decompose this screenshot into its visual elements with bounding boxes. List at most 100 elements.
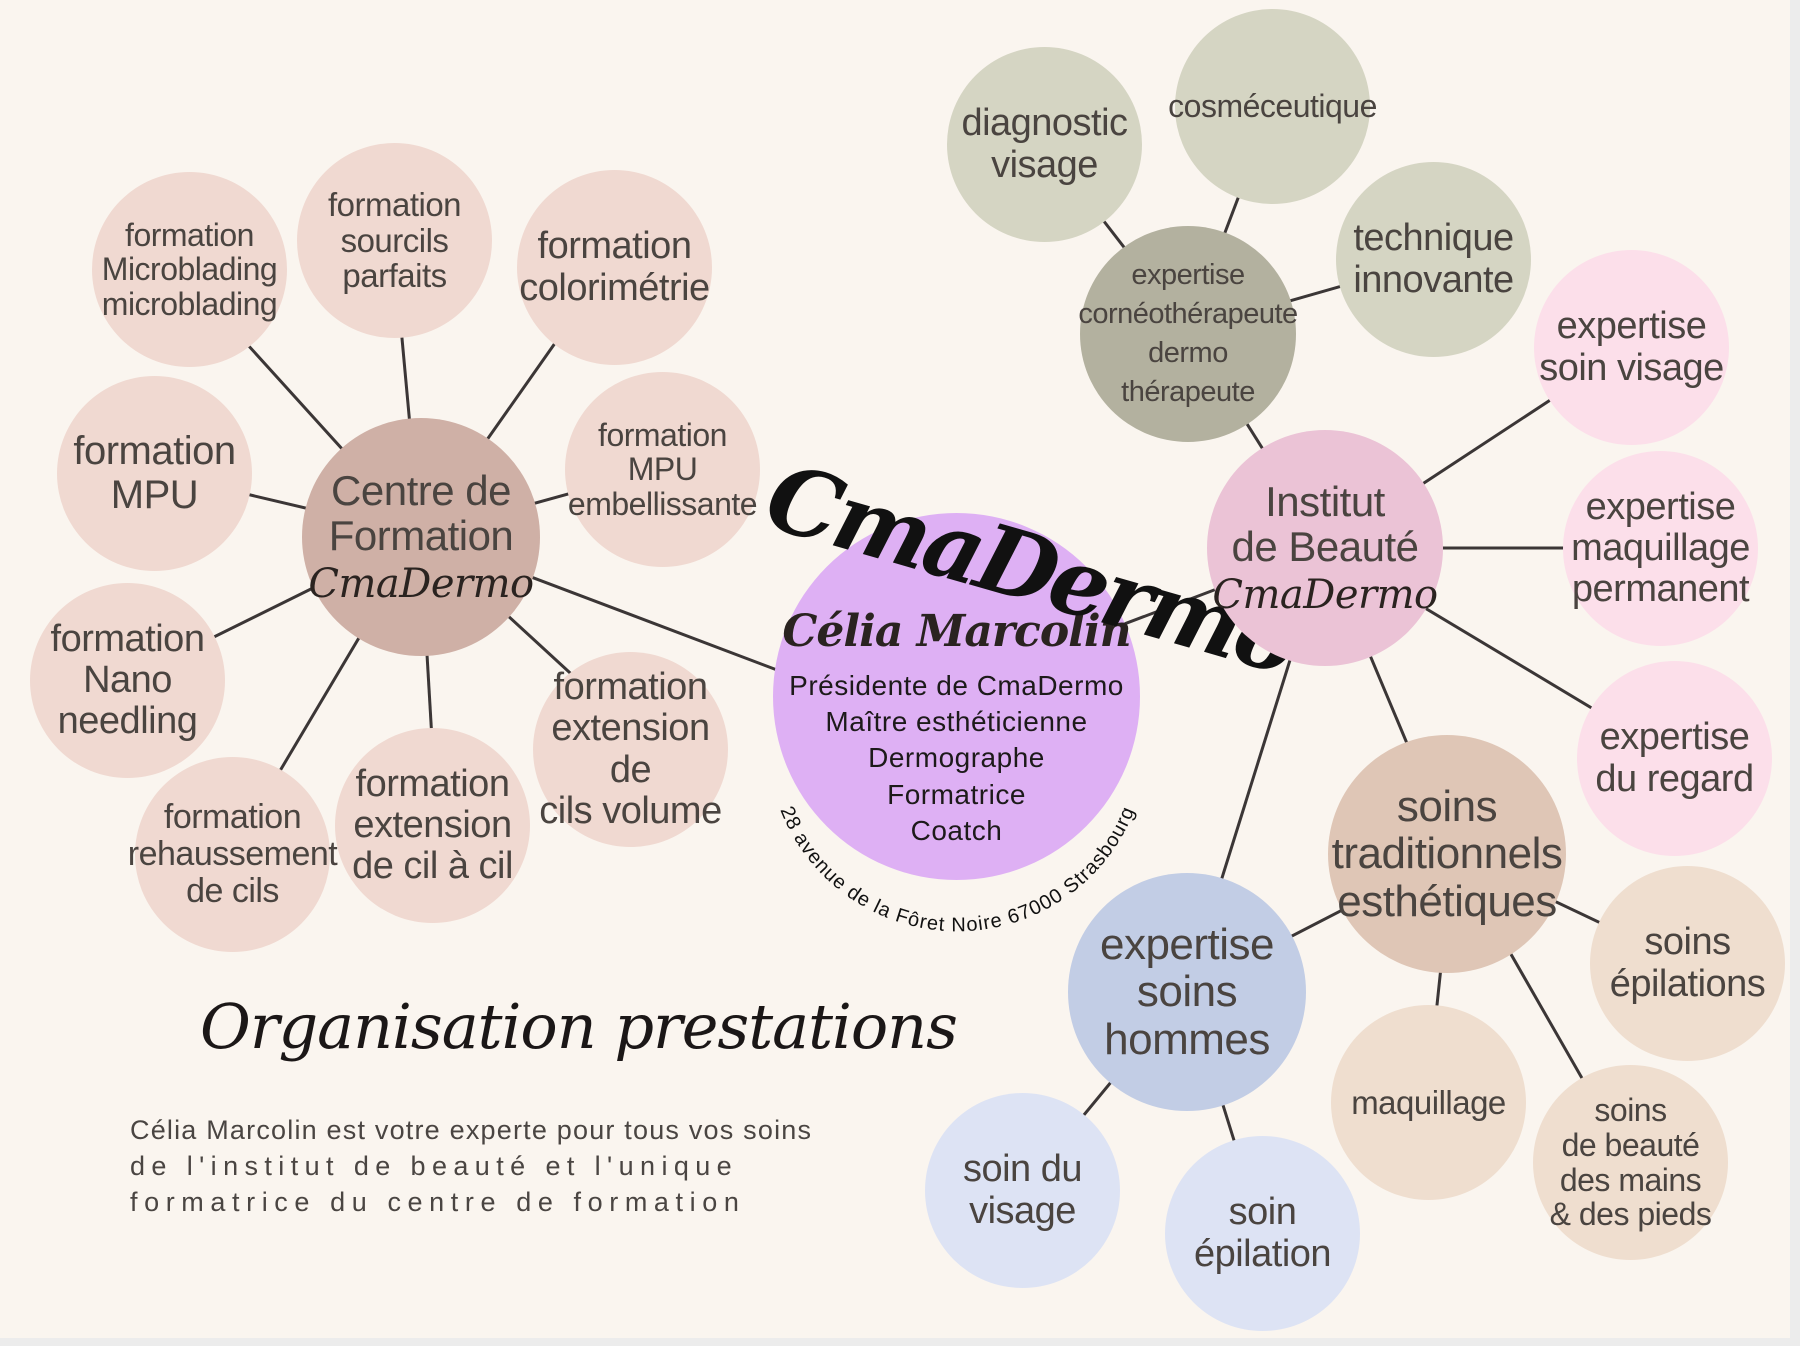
node-label: permanent — [1571, 568, 1750, 611]
soins-mains-pieds-bubble: soins de beauté des mains & des pieds — [1533, 1065, 1728, 1260]
node-label: extension — [353, 803, 512, 846]
center-role: Maître esthéticienne — [825, 705, 1088, 737]
node-label: cosméceutique — [1168, 88, 1377, 125]
formation-colorimetrie-bubble: formation colorimétrie — [517, 170, 712, 365]
node-label: needling — [57, 700, 198, 743]
center-role: Formatrice — [887, 778, 1026, 810]
node-label: formation — [50, 617, 205, 660]
node-label: microblading — [101, 285, 278, 322]
svg-text:28 avenue de la Fôret Noire 67: 28 avenue de la Fôret Noire 67000 Strasb… — [776, 803, 1140, 936]
maquillage-bubble: maquillage — [1331, 1005, 1526, 1200]
node-label: soins — [1594, 1092, 1667, 1129]
node-label: sourcils — [340, 221, 449, 259]
node-label: soins — [1396, 781, 1498, 831]
node-label: soin — [1228, 1191, 1297, 1234]
node-label: MPU — [110, 472, 199, 517]
node-label: soins — [1136, 967, 1238, 1017]
node-label: maquillage — [1571, 526, 1750, 569]
formation-cils-volume-bubble: formation extension de cils volume — [533, 652, 728, 847]
description-line: Célia Marcolin est votre experte pour to… — [130, 1115, 813, 1145]
soin-epilation-bubble: soin épilation — [1165, 1136, 1360, 1331]
node-label: technique — [1353, 217, 1514, 260]
node-label: soin visage — [1539, 346, 1724, 389]
node-label: Centre de — [331, 467, 511, 515]
node-label: de cil à cil — [352, 845, 513, 888]
organisation-title: Organisation prestations — [200, 990, 958, 1063]
formation-mpu-bubble: formation MPU — [57, 376, 252, 571]
node-label: épilation — [1193, 1232, 1332, 1275]
center-role: Coatch — [910, 815, 1003, 847]
node-label: formation — [327, 186, 462, 224]
node-label: expertise — [1131, 258, 1245, 291]
soins-traditionnels-hub: soins traditionnels esthétiques — [1328, 735, 1566, 973]
node-label: visage — [969, 1189, 1076, 1232]
node-label: rehaussement — [127, 835, 338, 874]
node-label: formation — [125, 216, 254, 253]
formation-sourcils-bubble: formation sourcils parfaits — [297, 143, 492, 338]
institut-beaute-hub: Institut de Beauté CmaDermo — [1207, 430, 1443, 666]
node-label: de Beauté — [1231, 523, 1419, 571]
node-label: traditionnels — [1331, 829, 1563, 879]
center-role: Dermographe — [868, 742, 1045, 774]
node-label: expertise — [1556, 305, 1707, 348]
formation-rehaussement-bubble: formation rehaussement de cils — [128, 757, 338, 952]
formation-microblading-bubble: formation Microblading microblading — [92, 172, 287, 367]
formation-nano-needling-bubble: formation Nano needling — [30, 583, 225, 778]
node-label: colorimétrie — [519, 266, 710, 309]
node-label: formation — [355, 762, 510, 805]
node-label: parfaits — [342, 257, 447, 295]
node-label: formation — [598, 416, 727, 453]
node-label: formation — [73, 429, 236, 474]
node-label: formation — [553, 666, 708, 709]
node-label: diagnostic — [961, 102, 1128, 145]
node-label: des mains — [1559, 1161, 1702, 1198]
formation-mpu-embellissante-bubble: formation MPU embellissante — [565, 372, 760, 567]
node-label: formation — [537, 225, 692, 268]
expertise-soin-visage-bubble: expertise soin visage — [1534, 250, 1729, 445]
expertise-corneotherapeute-hub: expertise cornéothérapeute dermo thérape… — [1078, 226, 1298, 442]
center-role: Présidente de CmaDermo — [789, 669, 1124, 701]
center-bubble: Célia Marcolin Présidente de CmaDermo Ma… — [773, 513, 1140, 880]
node-label: dermo thérapeute — [1121, 337, 1255, 409]
node-label: MPU — [627, 451, 698, 488]
technique-innovante-bubble: technique innovante — [1336, 162, 1531, 357]
node-label: hommes — [1104, 1014, 1270, 1064]
node-label: Nano — [83, 658, 172, 701]
node-label: esthétiques — [1337, 876, 1557, 926]
expertise-soins-hommes-hub: expertise soins hommes — [1068, 873, 1306, 1111]
centre-formation-hub: Centre de Formation CmaDermo — [302, 418, 540, 656]
cosmeceutique-bubble: cosméceutique — [1168, 9, 1377, 204]
node-label: de cils — [186, 871, 279, 910]
node-label: maquillage — [1351, 1083, 1506, 1121]
node-label: embellissante — [567, 485, 758, 522]
description-line: formatrice du centre de formation — [130, 1187, 746, 1217]
node-label: du regard — [1595, 757, 1754, 800]
node-label: Formation — [328, 512, 514, 560]
center-name: Célia Marcolin — [782, 606, 1131, 657]
diagnostic-visage-bubble: diagnostic visage — [947, 47, 1142, 242]
node-label: soin du — [962, 1148, 1083, 1191]
node-label: expertise — [1585, 485, 1736, 528]
expertise-du-regard-bubble: expertise du regard — [1577, 661, 1772, 856]
node-label: & des pieds — [1549, 1196, 1712, 1233]
node-label: visage — [991, 143, 1098, 186]
soin-du-visage-bubble: soin du visage — [925, 1093, 1120, 1288]
node-label: Institut — [1265, 478, 1385, 526]
node-label: cils volume — [539, 789, 722, 832]
node-label: formation — [163, 798, 302, 837]
node-label: de beauté — [1561, 1126, 1700, 1163]
node-label: expertise — [1599, 716, 1750, 759]
description-line: de l'institut de beauté et l'unique — [130, 1151, 739, 1181]
formation-cil-a-cil-bubble: formation extension de cil à cil — [335, 728, 530, 923]
node-label: expertise — [1099, 919, 1275, 969]
expertise-maquillage-permanent-bubble: expertise maquillage permanent — [1563, 451, 1758, 646]
soins-epilations-bubble: soins épilations — [1590, 866, 1785, 1061]
hub-script-label: CmaDermo — [1212, 571, 1438, 618]
center-address: 28 avenue de la Fôret Noire 67000 Strasb… — [776, 803, 1139, 936]
node-label: cornéothérapeute — [1078, 297, 1298, 330]
node-label: extension de — [551, 707, 710, 791]
node-label: Microblading — [101, 251, 278, 288]
node-label: innovante — [1353, 258, 1514, 301]
